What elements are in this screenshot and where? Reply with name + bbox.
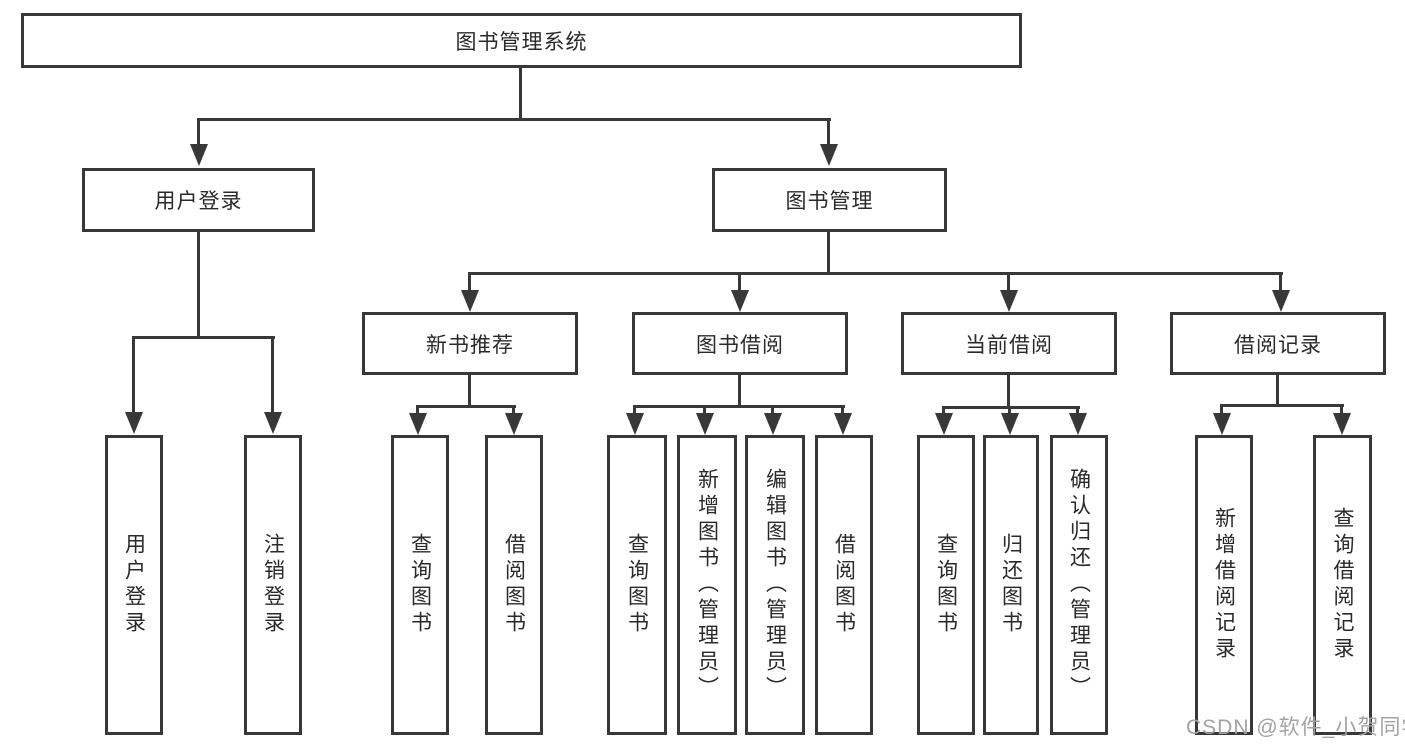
connector-book-mgmt-stub [827,232,830,275]
leaf-label: 借阅图书 [502,533,526,637]
node-leaf-query-books-recommend: 查询图书 [391,435,449,735]
node-leaf-borrow-books: 借阅图书 [815,435,873,735]
arrow-down-icon [820,144,838,166]
connector-stem [1279,272,1282,290]
connector-stem [738,272,741,290]
leaf-label: 查询图书 [934,533,958,637]
leaf-label: 归还图书 [999,533,1023,637]
connector-level2-rail [197,118,831,121]
node-leaf-user-login: 用户登录 [105,435,163,735]
connector-stem [942,406,945,413]
arrow-down-icon [1069,413,1087,435]
node-user-login: 用户登录 [82,168,315,232]
leaf-label: 确认归还（管理员） [1067,468,1091,702]
connector-stem [771,405,774,413]
connector-stem [1007,272,1010,290]
node-borrowing-records: 借阅记录 [1170,312,1386,375]
connector-stem [468,272,471,290]
node-leaf-query-books-current: 查询图书 [917,435,975,735]
connector-book-borrow-rail [633,405,845,408]
arrow-down-icon [764,413,782,435]
connector-stem [1008,406,1011,413]
connector-stem [197,118,200,146]
node-leaf-borrow-books-recommend: 借阅图书 [485,435,543,735]
leaf-label: 用户登录 [122,533,146,637]
node-leaf-query-books-borrow: 查询图书 [607,435,667,735]
connector-stem [1076,406,1079,413]
connector-root-stub [519,68,522,118]
leaf-label: 查询图书 [625,533,649,637]
arrow-down-icon [1000,290,1018,312]
arrow-down-icon [1272,290,1290,312]
node-book-borrowing: 图书借阅 [632,312,848,375]
node-leaf-confirm-return-admin: 确认归还（管理员） [1050,435,1108,735]
node-leaf-add-books-admin: 新增图书（管理员） [677,435,737,735]
connector-user-login-rail [132,336,275,339]
leaf-label: 注销登录 [261,533,285,637]
arrow-down-icon [626,413,644,435]
leaf-label: 编辑图书（管理员） [763,468,787,702]
node-library-management-system: 图书管理系统 [21,13,1022,68]
leaf-label: 查询图书 [408,533,432,637]
connector-stem [1220,404,1223,413]
connector-stem [271,336,274,413]
node-leaf-edit-books-admin: 编辑图书（管理员） [745,435,805,735]
arrow-down-icon [409,413,427,435]
connector-stem [841,405,844,413]
arrow-down-icon [935,413,953,435]
arrow-down-icon [264,412,282,434]
arrow-down-icon [834,413,852,435]
leaf-label: 查询借阅记录 [1331,507,1355,663]
arrow-down-icon [731,290,749,312]
leaf-label: 借阅图书 [832,533,856,637]
arrow-down-icon [1213,413,1231,435]
connector-level3-rail [468,272,1283,275]
node-new-book-recommendation: 新书推荐 [362,312,578,375]
connector-user-login-stub [197,232,200,336]
connector-current-borrow-rail [942,406,1080,409]
arrow-down-icon [696,413,714,435]
node-leaf-query-borrow-record: 查询借阅记录 [1313,435,1372,735]
connector-stem [512,405,515,413]
node-leaf-return-books: 归还图书 [983,435,1039,735]
arrow-down-icon [461,290,479,312]
csdn-watermark: CSDN @软件_小贺同学 [1186,716,1405,739]
node-leaf-logout: 注销登录 [244,435,302,735]
arrow-down-icon [1001,413,1019,435]
connector-borrow-records-stub [1276,375,1279,406]
arrow-down-icon [125,412,143,434]
connector-borrow-records-rail [1220,404,1344,407]
connector-book-borrow-stub [738,375,741,407]
connector-stem [703,405,706,413]
connector-stem [1340,404,1343,413]
arrow-down-icon [505,413,523,435]
leaf-label: 新增借阅记录 [1212,507,1236,663]
node-book-management: 图书管理 [712,168,947,232]
connector-stem [633,405,636,413]
arrow-down-icon [190,144,208,166]
connector-stem [132,336,135,413]
connector-new-book-rail [416,405,516,408]
leaf-label: 新增图书（管理员） [695,468,719,702]
node-current-borrowing: 当前借阅 [901,312,1117,375]
connector-new-book-stub [468,375,471,407]
arrow-down-icon [1333,413,1351,435]
connector-stem [827,118,830,146]
connector-current-borrow-stub [1007,375,1010,408]
node-leaf-add-borrow-record: 新增借阅记录 [1195,435,1253,735]
connector-stem [416,405,419,413]
